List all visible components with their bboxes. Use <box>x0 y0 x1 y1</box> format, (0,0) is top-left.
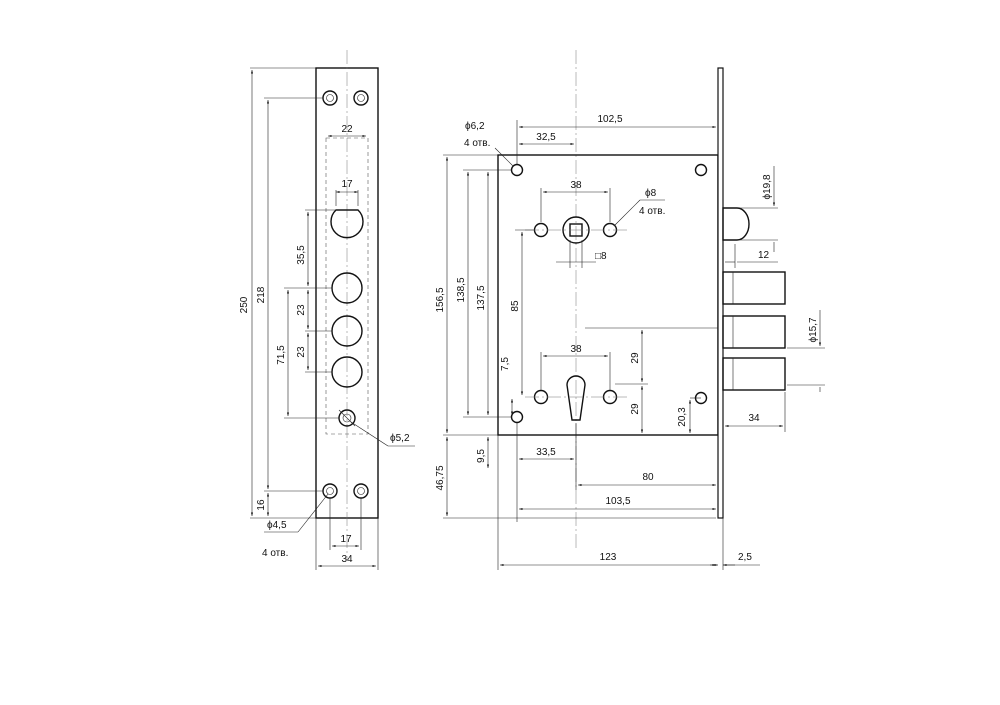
dim-lower-total: 46,75 <box>435 465 446 490</box>
dim-top-offset: 32,5 <box>536 132 556 143</box>
dim-cylinder-spacing: 38 <box>570 344 582 355</box>
label-spindle-hole-diameter: ϕ8 <box>645 188 657 199</box>
bolt-2 <box>722 315 786 349</box>
dim-width-inner: 103,5 <box>605 496 630 507</box>
dim-cylinder-lower: 29 <box>630 403 641 415</box>
dim-spindle-cylinder: 85 <box>510 300 521 312</box>
dim-body-height-b: 137,5 <box>476 285 487 310</box>
dim-bolt-span: 71,5 <box>276 345 287 365</box>
dim-bottom-hole-spacing: 17 <box>340 534 352 545</box>
dim-plate-thickness: 2,5 <box>738 552 752 563</box>
label-screw-diameter: ϕ5,2 <box>390 433 410 444</box>
dim-lower-offset: 9,5 <box>476 449 487 463</box>
latch-bolt <box>722 207 750 241</box>
faceplate-top-holes <box>322 90 369 106</box>
label-latch-diameter: ϕ19,8 <box>762 174 773 200</box>
dim-top-width: 102,5 <box>597 114 622 125</box>
bolt-3 <box>722 357 786 391</box>
faceplate-bottom-holes <box>322 483 369 499</box>
label-hole-diameter: ϕ4,5 <box>267 520 287 531</box>
front-plate-edge <box>717 67 724 519</box>
dim-faceplate-height: 250 <box>239 296 250 313</box>
label-hole-count: 4 отв. <box>262 548 288 559</box>
dim-small-offset: 7,5 <box>500 357 511 371</box>
label-mount-hole-count: 4 отв. <box>464 138 490 149</box>
dim-spindle-width: 17 <box>341 179 353 190</box>
faceplate-cutout <box>325 137 369 435</box>
lock-body-view: 102,5 32,5 ϕ6,2 4 отв. 38 ϕ8 4 отв. □8 1… <box>435 50 825 570</box>
bolt-1 <box>722 271 786 305</box>
spindle-group <box>525 216 628 244</box>
dim-width-total: 123 <box>600 552 617 563</box>
dim-bottom-offset: 16 <box>256 499 267 511</box>
dim-pitch-b: 23 <box>296 346 307 358</box>
label-spindle-hole-count: 4 отв. <box>639 206 665 217</box>
dim-body-height-a: 138,5 <box>456 277 467 302</box>
latch-and-bolts <box>722 207 786 391</box>
faceplate-view: 250 218 71,5 16 35,5 23 23 22 17 17 <box>239 50 415 570</box>
dim-pitch-a: 23 <box>296 304 307 316</box>
lock-body-outline <box>497 154 719 436</box>
dim-latch-projection: 12 <box>758 250 770 261</box>
dim-cutout-width: 22 <box>341 124 353 135</box>
dim-plate-width: 34 <box>341 554 353 565</box>
dim-backset-left: 33,5 <box>536 447 556 458</box>
dim-backset: 80 <box>642 472 654 483</box>
dim-cylinder-upper: 29 <box>630 352 641 364</box>
label-square-spindle: □8 <box>595 251 607 262</box>
cylinder-cutout <box>566 375 586 421</box>
latch-opening <box>330 209 364 239</box>
dim-lower-hole-height: 20,3 <box>677 407 688 427</box>
label-bolt-diameter: ϕ15,7 <box>808 317 819 343</box>
dim-spindle-offset: 35,5 <box>296 245 307 265</box>
dim-body-height-total: 156,5 <box>435 287 446 312</box>
label-mount-hole-diameter: ϕ6,2 <box>465 121 485 132</box>
dim-spindle-spacing: 38 <box>570 180 582 191</box>
dim-bolt-projection: 34 <box>748 413 760 424</box>
dim-hole-span: 218 <box>256 286 267 303</box>
